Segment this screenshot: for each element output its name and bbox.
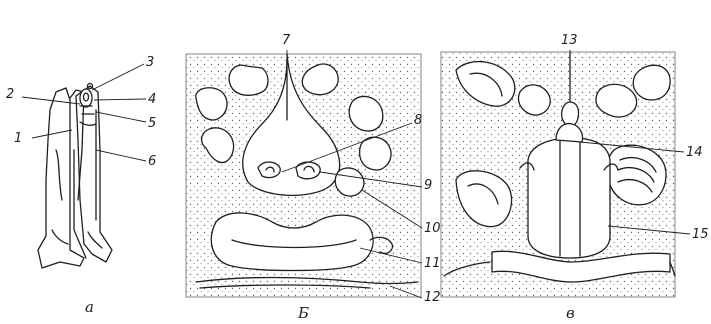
label-13: 13 (561, 33, 578, 48)
label-6: 6 (148, 154, 156, 169)
label-12: 12 (424, 290, 441, 305)
panel-c-drawing (441, 52, 675, 297)
label-9: 9 (424, 178, 432, 193)
panel-a-drawing (38, 84, 112, 269)
panel-a: 1 2 3 4 5 6 a (6, 55, 156, 316)
label-3: 3 (146, 55, 154, 70)
panel-b-drawing (186, 54, 421, 297)
label-1: 1 (14, 131, 22, 146)
panel-c: 13 14 15 в (441, 33, 709, 322)
label-7: 7 (282, 33, 291, 48)
label-14: 14 (686, 145, 703, 160)
label-4: 4 (148, 92, 156, 107)
caption-b: Б (297, 304, 309, 322)
caption-c: в (566, 304, 575, 322)
label-10: 10 (424, 221, 441, 236)
label-2: 2 (6, 87, 14, 102)
label-11: 11 (424, 256, 441, 271)
caption-a: a (85, 298, 94, 316)
label-15: 15 (692, 227, 709, 242)
label-5: 5 (148, 116, 156, 131)
panel-b: 7 8 9 10 11 12 Б (186, 33, 441, 322)
label-8: 8 (414, 113, 422, 128)
